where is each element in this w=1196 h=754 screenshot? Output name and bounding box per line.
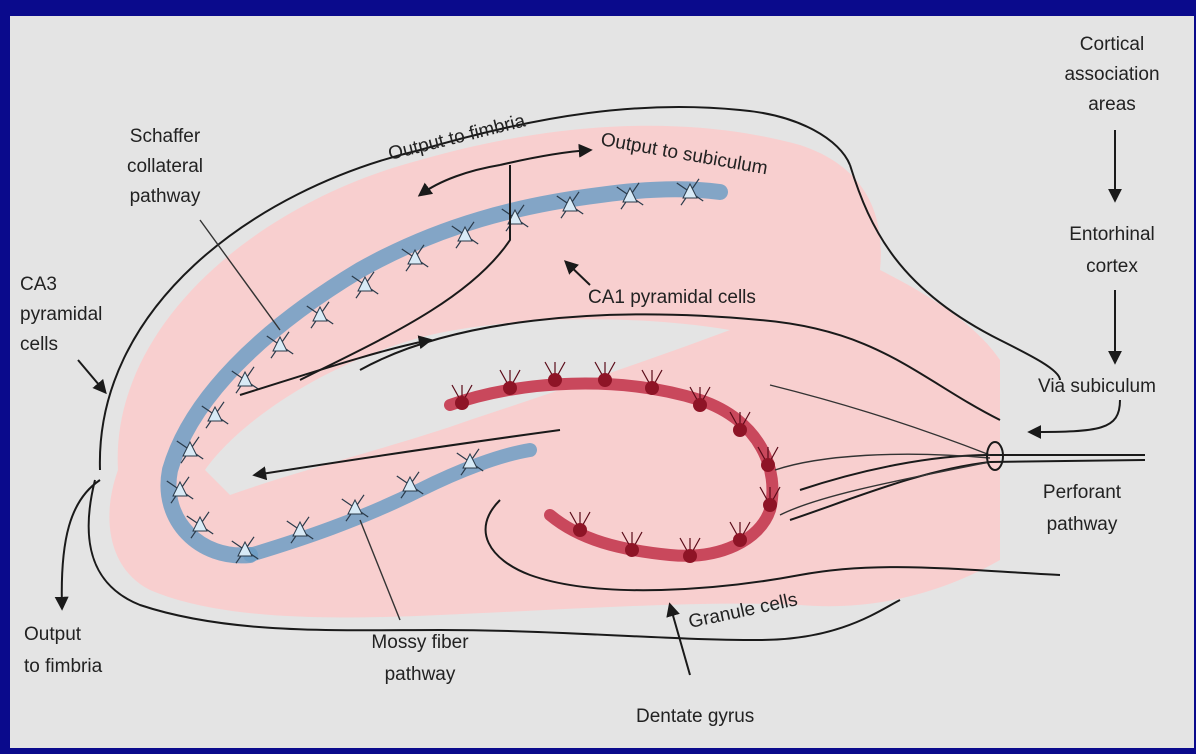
schaffer-line-2: collateral <box>127 156 203 177</box>
perforant-line-1: Perforant <box>1043 482 1122 503</box>
ca3-line-1: CA3 <box>20 274 57 295</box>
entorhinal-line-1: Entorhinal <box>1069 224 1155 245</box>
ca3-line-2: pyramidal <box>20 304 102 325</box>
ca3-line-3: cells <box>20 334 58 355</box>
label-via-subiculum: Via subiculum <box>1038 376 1156 397</box>
cortical-line-2: association <box>1064 64 1159 85</box>
mossy-line-2: pathway <box>385 664 456 685</box>
fimbria-bottom-line-1: Output <box>24 624 82 645</box>
label-dentate-gyrus: Dentate gyrus <box>636 706 754 727</box>
fimbria-bottom-line-2: to fimbria <box>24 656 103 677</box>
mossy-line-1: Mossy fiber <box>371 632 469 653</box>
entorhinal-line-2: cortex <box>1086 256 1138 277</box>
perforant-line-2: pathway <box>1047 514 1118 535</box>
cortical-line-3: areas <box>1088 94 1136 115</box>
cortical-line-1: Cortical <box>1080 34 1144 55</box>
label-ca1-pyramidal-cells: CA1 pyramidal cells <box>588 287 756 308</box>
label-schaffer-collateral-pathway: Schaffer collateral pathway <box>127 126 203 207</box>
schaffer-line-3: pathway <box>130 186 201 207</box>
schaffer-line-1: Schaffer <box>130 126 201 147</box>
